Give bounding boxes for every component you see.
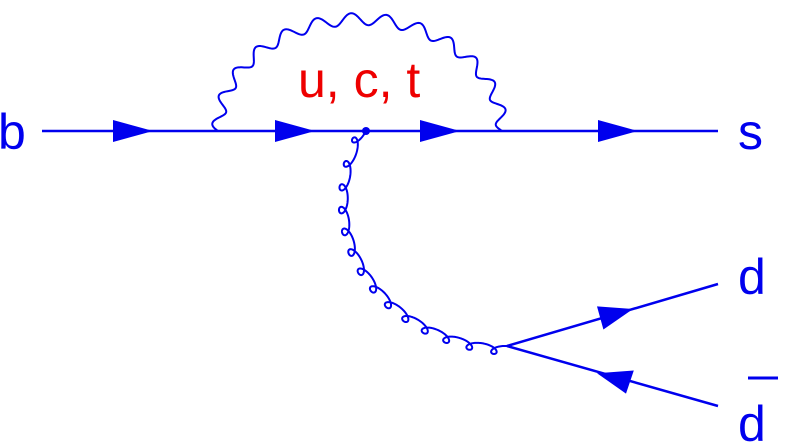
arrow-d-outgoing [597,306,633,330]
arrow-dbar-incoming [597,370,634,394]
w-boson-wavy-line [211,12,507,132]
label-s: s [738,104,763,160]
label-d: d [738,249,766,305]
arrow-loop-left [275,120,315,142]
gluon-vertex-dot [362,127,370,135]
arrow-loop-right [420,120,460,142]
gluon-curly-line [337,130,508,355]
arrow-s-outgoing [598,120,638,142]
label-b: b [0,104,26,160]
label-dbar: d [738,396,766,447]
label-loop-quarks: u, c, t [298,52,420,108]
arrow-b-incoming [113,120,153,142]
